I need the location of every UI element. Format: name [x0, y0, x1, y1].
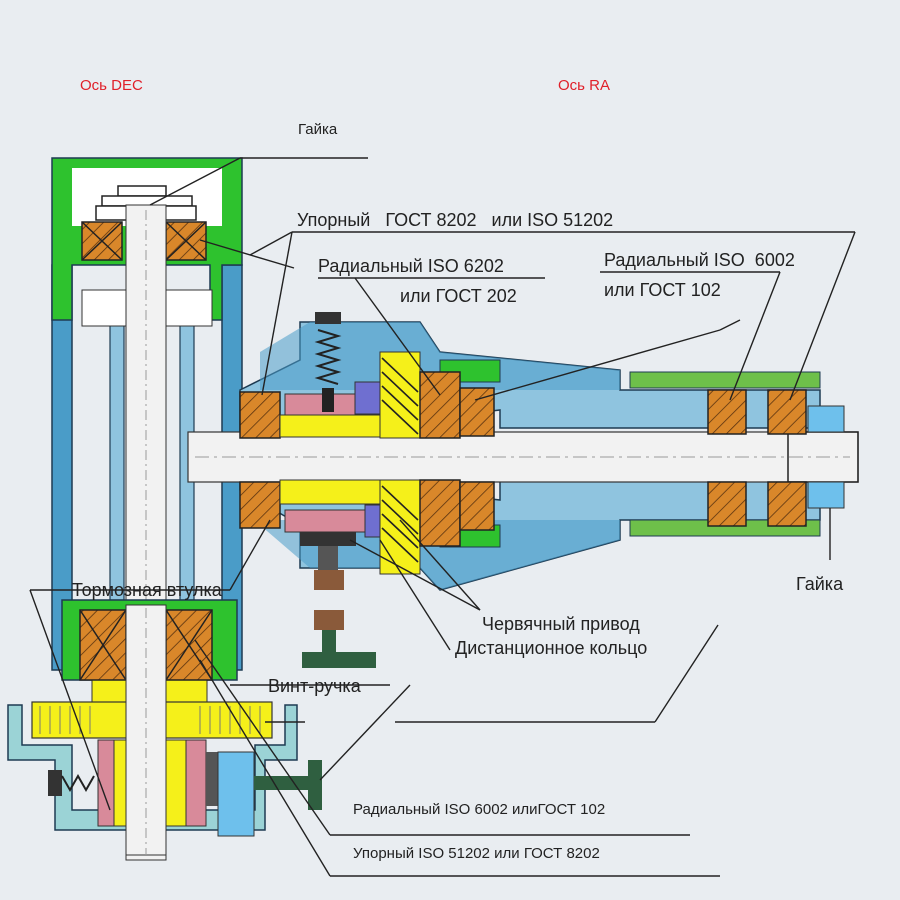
radial-6202-label-line1: Радиальный ISO 6202: [318, 256, 504, 276]
leader-lines: [29, 157, 856, 877]
worm-screw-knob: [300, 532, 376, 668]
radial-6202-label-line2: или ГОСТ 202: [400, 286, 517, 306]
dec-brake-screw: [48, 751, 322, 837]
ra-pink-parts: [284, 393, 366, 533]
radial-6002-label-line2: или ГОСТ 102: [604, 280, 721, 300]
nut-right-label: Гайка: [796, 574, 844, 594]
spacer-ring-label: Дистанционное кольцо: [455, 638, 647, 658]
lock-screw-top: [314, 312, 342, 412]
ra-axis-label: Ось RA: [558, 77, 610, 94]
knob-screw-label: Винт-ручка: [268, 676, 362, 696]
ra-shaft: [187, 431, 859, 483]
brake-sleeve-label: Тормозная втулка: [72, 580, 223, 600]
thrust-bottom-label: Упорный ISO 51202 или ГОСТ 8202: [353, 845, 600, 862]
worm-gear: [379, 351, 421, 575]
ra-end-nut: [807, 405, 845, 509]
radial-6002-label-line1: Радиальный ISO 6002: [604, 250, 795, 270]
thrust-bearing-top-label: Упорный ГОСТ 8202 или ISO 51202: [297, 210, 613, 230]
ra-right-bearings: [707, 389, 807, 527]
dec-thrust-bearing-top: [81, 221, 207, 261]
radial-bottom-label: Радиальный ISO 6002 илиГОСТ 102: [353, 801, 605, 818]
dec-brake-housing: [7, 704, 298, 831]
dec-lower-shaft: [125, 604, 167, 856]
worm-drive-label: Червячный привод: [482, 614, 640, 634]
nut-top-label: Гайка: [298, 121, 338, 138]
ra-yellow-hub: [279, 414, 381, 505]
dec-axis-label: Ось DEC: [80, 77, 143, 94]
